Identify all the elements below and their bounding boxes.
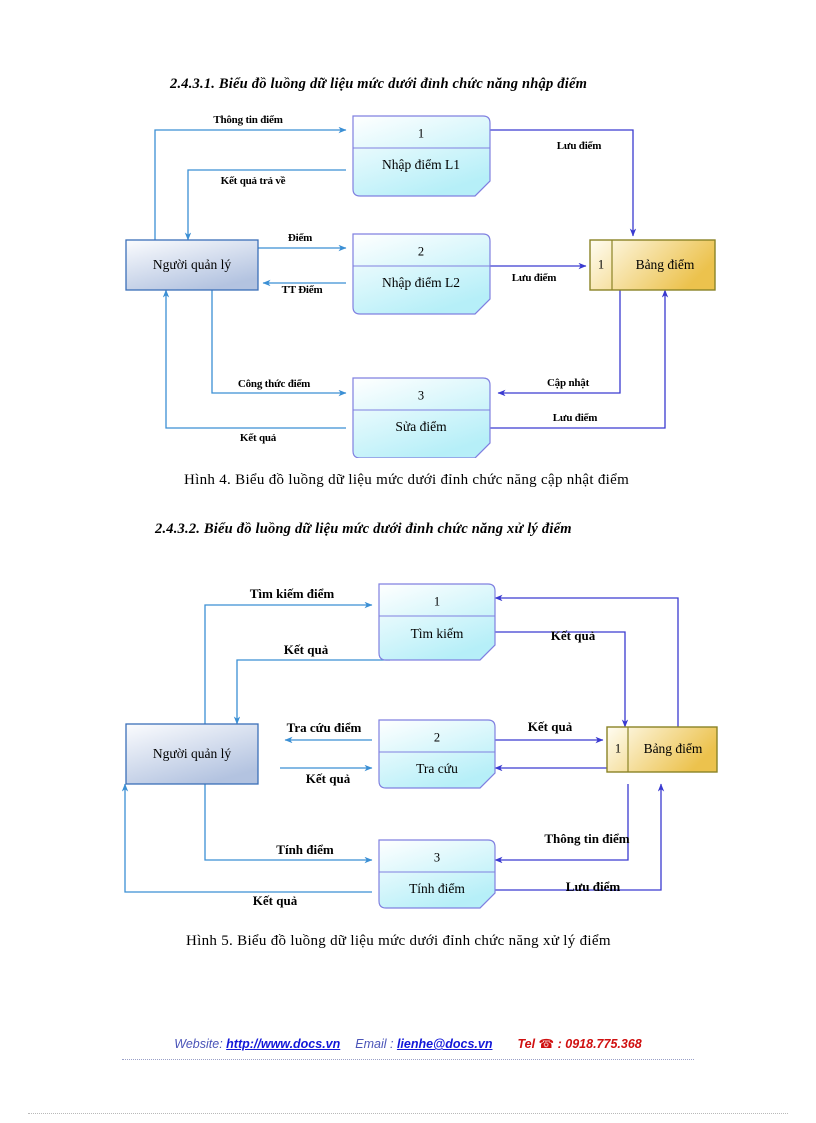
dfd-diagram-2-svg xyxy=(121,583,718,909)
figure-caption-hinh-4: Hình 4. Biểu đồ luồng dữ liệu mức dưới đ… xyxy=(184,472,630,488)
flow-label-ket-qua-g8: Kết quả xyxy=(252,893,298,908)
external-entity-nguoi-quan-ly-2[interactable] xyxy=(125,723,259,785)
footer-tel-separator: : xyxy=(557,1037,562,1051)
flow-label-cong-thuc-diem: Công thức điểm xyxy=(237,378,311,390)
external-entity-nguoi-quan-ly[interactable] xyxy=(125,239,259,291)
flow-label-luu-diem-2: Lưu điểm xyxy=(511,272,557,284)
flow-label-luu-diem-1: Lưu điểm xyxy=(556,140,602,152)
process-label-tinh-diem: Tính điểm xyxy=(409,881,465,896)
flow-line-ket-qua-g8 xyxy=(121,783,372,893)
data-store-bang-diem-2[interactable] xyxy=(606,726,718,773)
flow-line-cong-thuc-diem xyxy=(211,290,347,397)
process-nhap-diem-l2[interactable] xyxy=(352,233,491,315)
dfd-diagram-1-svg xyxy=(125,115,716,458)
flow-label-tim-kiem-diem: Tìm kiếm điểm xyxy=(249,586,335,601)
store-number-1-d1: 1 xyxy=(597,257,605,272)
footer-website-label: Website: xyxy=(174,1037,223,1051)
flow-line-ket-qua-tra-ve xyxy=(184,169,346,241)
footer-tel-label: Tel xyxy=(517,1037,536,1051)
flow-label-ket-qua-d1: Kết quả xyxy=(239,432,277,444)
figure-caption-hinh-5: Hình 5. Biểu đồ luồng dữ liệu mức dưới đ… xyxy=(186,933,611,949)
process-number-2-d2: 2 xyxy=(433,730,441,745)
flow-label-luu-diem-g10: Lưu điểm xyxy=(565,879,621,894)
flow-line-luu-diem-3 xyxy=(490,289,669,429)
flow-label-thong-tin-diem: Thông tin điểm xyxy=(213,114,283,126)
process-label-tra-cuu: Tra cứu xyxy=(416,761,458,776)
process-label-tim-kiem: Tìm kiếm xyxy=(410,626,464,641)
flow-line-luu-diem-1 xyxy=(490,129,637,237)
flow-line-thong-tin-diem-g9 xyxy=(494,784,629,864)
process-number-2-d1: 2 xyxy=(417,244,425,259)
footer-email-label: Email : xyxy=(355,1037,394,1051)
footer-divider xyxy=(122,1059,694,1060)
flow-label-ket-qua-g3: Kết quả xyxy=(550,628,596,643)
flow-line-luu-diem-g10 xyxy=(495,783,665,891)
entity-label-nguoi-quan-ly-2: Người quản lý xyxy=(152,746,232,761)
flow-line-tim-kiem-diem xyxy=(204,601,373,732)
process-label-nhap-diem-l2: Nhập điểm L2 xyxy=(382,275,460,290)
process-label-nhap-diem-l1: Nhập điểm L1 xyxy=(382,157,460,172)
flow-label-ket-qua-g2: Kết quả xyxy=(283,642,329,657)
process-number-1-d2: 1 xyxy=(433,594,441,609)
flow-label-tt-diem: TT Điểm xyxy=(281,284,323,296)
store-number-1-d2: 1 xyxy=(614,741,622,756)
entity-label-nguoi-quan-ly-1: Người quản lý xyxy=(152,257,232,272)
flow-label-tinh-diem: Tính điểm xyxy=(276,842,334,857)
flow-line-ket-qua-g3 xyxy=(495,631,629,728)
store-label-bang-diem-1: Bảng điểm xyxy=(635,257,695,272)
flow-line-store-to-tim-kiem xyxy=(494,594,679,732)
page-footer: Website: http://www.docs.vn Email : lien… xyxy=(0,1036,816,1051)
process-sua-diem[interactable] xyxy=(352,377,491,458)
process-label-sua-diem: Sửa điểm xyxy=(395,419,447,434)
flow-line-ket-qua-g2 xyxy=(233,659,390,725)
process-tim-kiem[interactable] xyxy=(378,583,496,661)
page-bottom-divider xyxy=(28,1113,788,1114)
flow-line-cap-nhat xyxy=(497,290,621,397)
process-number-3-d2: 3 xyxy=(433,850,441,865)
flow-label-ket-qua-tra-ve: Kết quả trả về xyxy=(220,175,286,187)
process-number-1-d1: 1 xyxy=(417,126,425,141)
process-number-3-d1: 3 xyxy=(417,388,425,403)
footer-tel-number: 0918.775.368 xyxy=(565,1037,642,1051)
flow-label-diem: Điểm xyxy=(287,232,313,244)
dfd-diagram-xu-ly-diem: Người quản lý 1 Tìm kiếm 2 Tra cứu 3 Tín… xyxy=(110,572,735,912)
flow-label-cap-nhat: Cập nhật xyxy=(546,377,590,389)
dfd-diagram-nhap-diem: Người quản lý 1 Nhập điểm L1 2 Nhập điểm… xyxy=(120,108,740,458)
section-heading-2432: 2.4.3.2. Biểu đồ luồng dữ liệu mức dưới … xyxy=(155,521,572,537)
flow-line-tinh-diem xyxy=(204,784,373,864)
flow-label-luu-diem-3: Lưu điểm xyxy=(552,412,598,424)
process-tinh-diem[interactable] xyxy=(378,839,496,909)
flow-label-ket-qua-g5: Kết quả xyxy=(305,771,351,786)
process-nhap-diem-l1[interactable] xyxy=(352,115,491,197)
process-tra-cuu[interactable] xyxy=(378,719,496,789)
store-label-bang-diem-2: Bảng điểm xyxy=(643,741,703,756)
section-heading-2431: 2.4.3.1. Biểu đồ luồng dữ liệu mức dưới … xyxy=(170,76,588,92)
flow-line-ket-qua-1 xyxy=(162,289,346,429)
telephone-icon: ☎ xyxy=(538,1037,555,1051)
flow-line-thong-tin-diem xyxy=(154,126,347,248)
flow-label-tra-cuu-diem: Tra cứu điểm xyxy=(286,720,362,735)
footer-email-link[interactable]: lienhe@docs.vn xyxy=(396,1037,493,1051)
flow-label-thong-tin-diem-g9: Thông tin điểm xyxy=(544,831,630,846)
flow-label-ket-qua-g6: Kết quả xyxy=(527,719,573,734)
data-store-bang-diem[interactable] xyxy=(589,239,716,291)
footer-website-link[interactable]: http://www.docs.vn xyxy=(226,1037,341,1051)
